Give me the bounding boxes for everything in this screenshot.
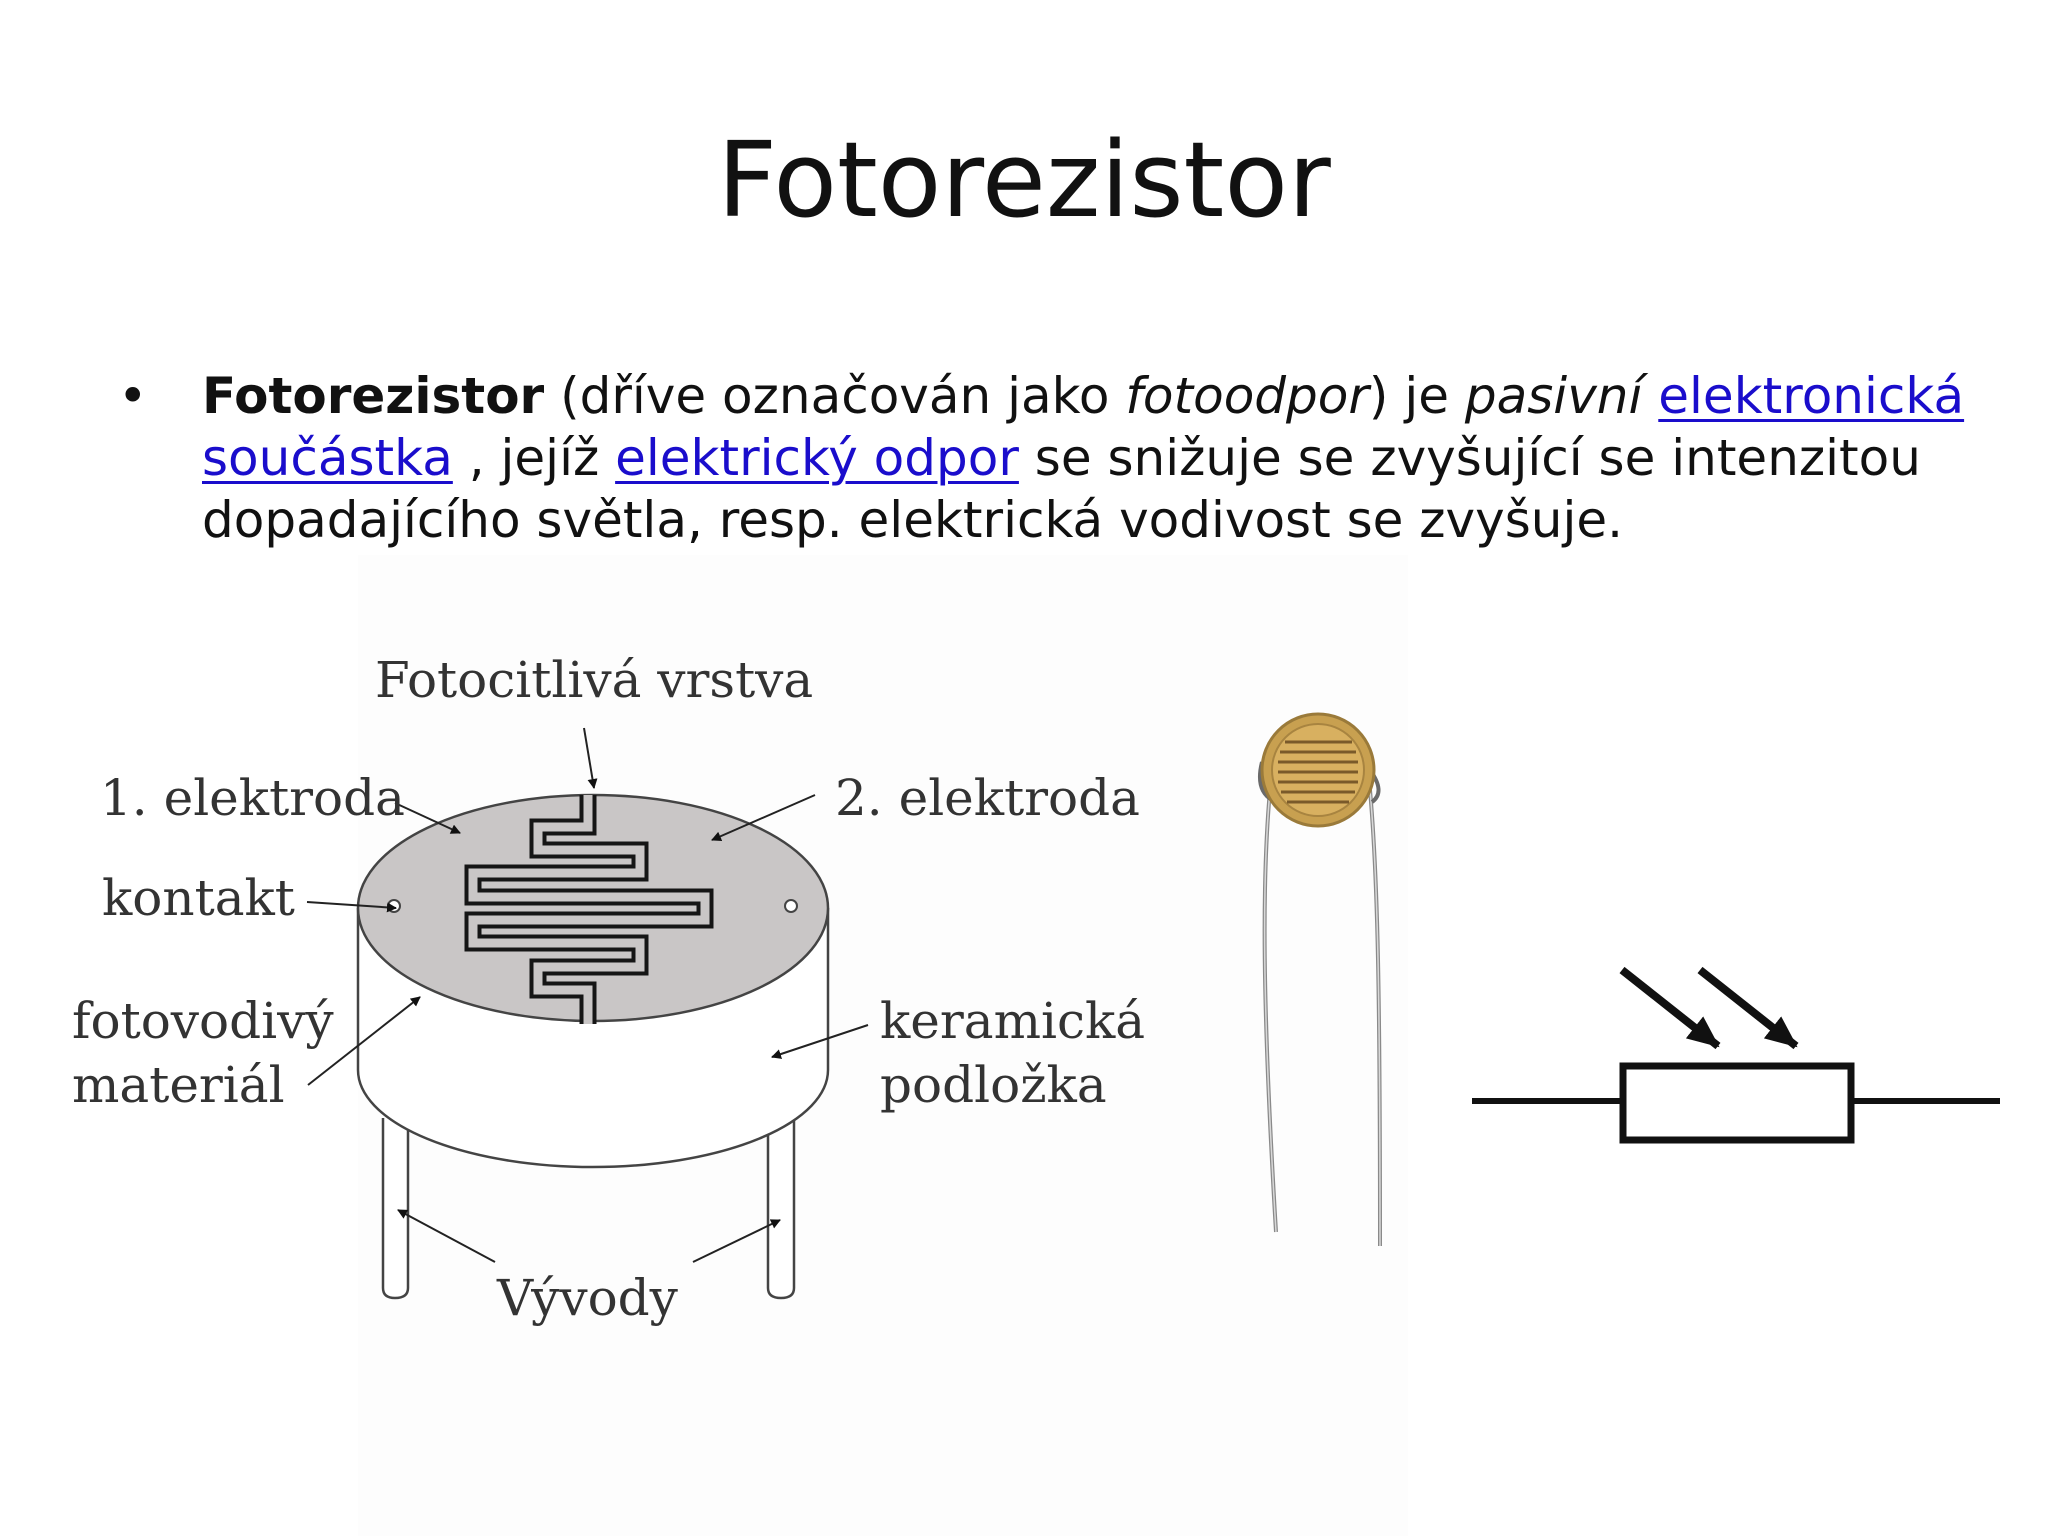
text-segment: se snižuje se zvyšující se intenzitou (1018, 429, 1921, 487)
label-photoconductive-1: fotovodivý (72, 992, 334, 1050)
bullet-marker: • (118, 367, 148, 425)
lead-left (381, 1118, 410, 1300)
lead-right (766, 1118, 796, 1300)
term-italic: fotoodpor (1125, 367, 1369, 425)
slide-title: Fotorezistor (717, 119, 1331, 241)
text-segment: (dříve označován jako (544, 367, 1126, 425)
label-leads: Vývody (496, 1269, 679, 1327)
label-ceramic-2: podložka (880, 1056, 1107, 1114)
term-bold: Fotorezistor (202, 367, 545, 425)
link-electronic-component[interactable]: elektronická (1658, 367, 1965, 425)
meander-track-inner (468, 795, 710, 1024)
ldr-component-photo (1258, 712, 1382, 1247)
term-italic: pasivní (1464, 367, 1643, 425)
bullet-text: Fotorezistor (dříve označován jako fotoo… (202, 365, 2048, 551)
contact-hole-left (387, 899, 401, 913)
label-electrode-2: 2. elektroda (835, 769, 1140, 827)
structure-diagram (356, 793, 830, 1300)
ldr-schematic-symbol (1472, 966, 2000, 1144)
label-ceramic-1: keramická (880, 992, 1145, 1050)
text-segment: ) je (1368, 367, 1465, 425)
leader-lines (306, 727, 869, 1263)
label-contact: kontakt (102, 869, 295, 927)
label-photosensitive-layer: Fotocitlivá vrstva (375, 651, 813, 709)
text-segment: , jejíž (452, 429, 616, 487)
text-segment: dopadajícího světla, resp. elektrická vo… (202, 491, 1624, 549)
link-electronic-component-cont[interactable]: součástka (202, 429, 453, 487)
contact-hole-right (784, 899, 798, 913)
label-electrode-1: 1. elektroda (100, 769, 405, 827)
link-electric-resistance[interactable]: elektrický odpor (615, 429, 1019, 487)
diagram-labels: Fotocitlivá vrstva 1. elektroda 2. elekt… (72, 651, 1145, 1327)
label-photoconductive-2: materiál (72, 1056, 285, 1114)
